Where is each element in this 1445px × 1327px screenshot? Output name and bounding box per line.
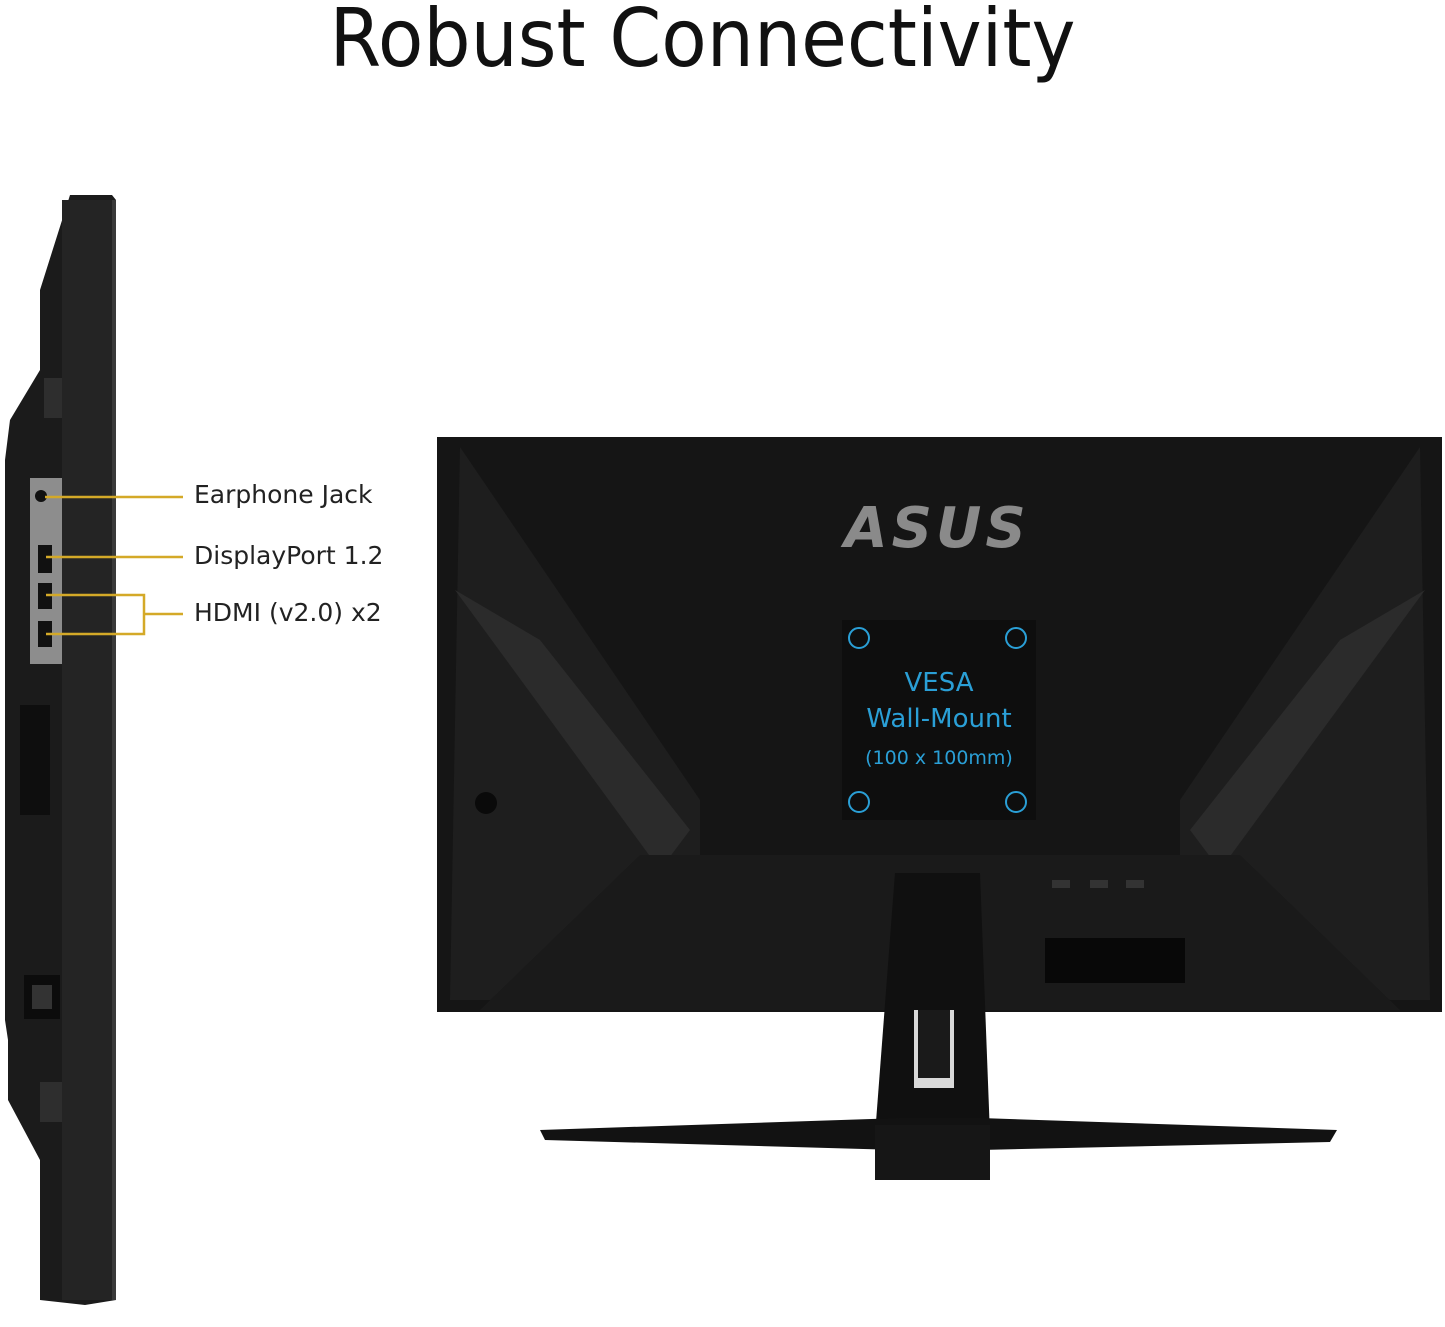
asus-logo: ASUS — [844, 496, 1030, 561]
callout-lines — [45, 495, 183, 636]
hdmi-port — [38, 621, 52, 647]
monitor-side-view — [5, 195, 116, 1305]
label-earphone-jack: Earphone Jack — [194, 480, 373, 509]
vesa-subtitle: Wall-Mount — [866, 704, 1012, 734]
vesa-title: VESA — [904, 668, 974, 698]
page-title: Robust Connectivity — [329, 0, 1076, 85]
monitor-stand — [540, 873, 1337, 1180]
hdmi-port — [38, 583, 52, 609]
vesa-size: (100 x 100mm) — [865, 747, 1013, 769]
vesa-plate — [842, 620, 1036, 820]
label-displayport: DisplayPort 1.2 — [194, 541, 384, 570]
displayport-port — [38, 545, 52, 573]
label-hdmi: HDMI (v2.0) x2 — [194, 598, 382, 627]
earphone-jack-port — [35, 490, 47, 502]
